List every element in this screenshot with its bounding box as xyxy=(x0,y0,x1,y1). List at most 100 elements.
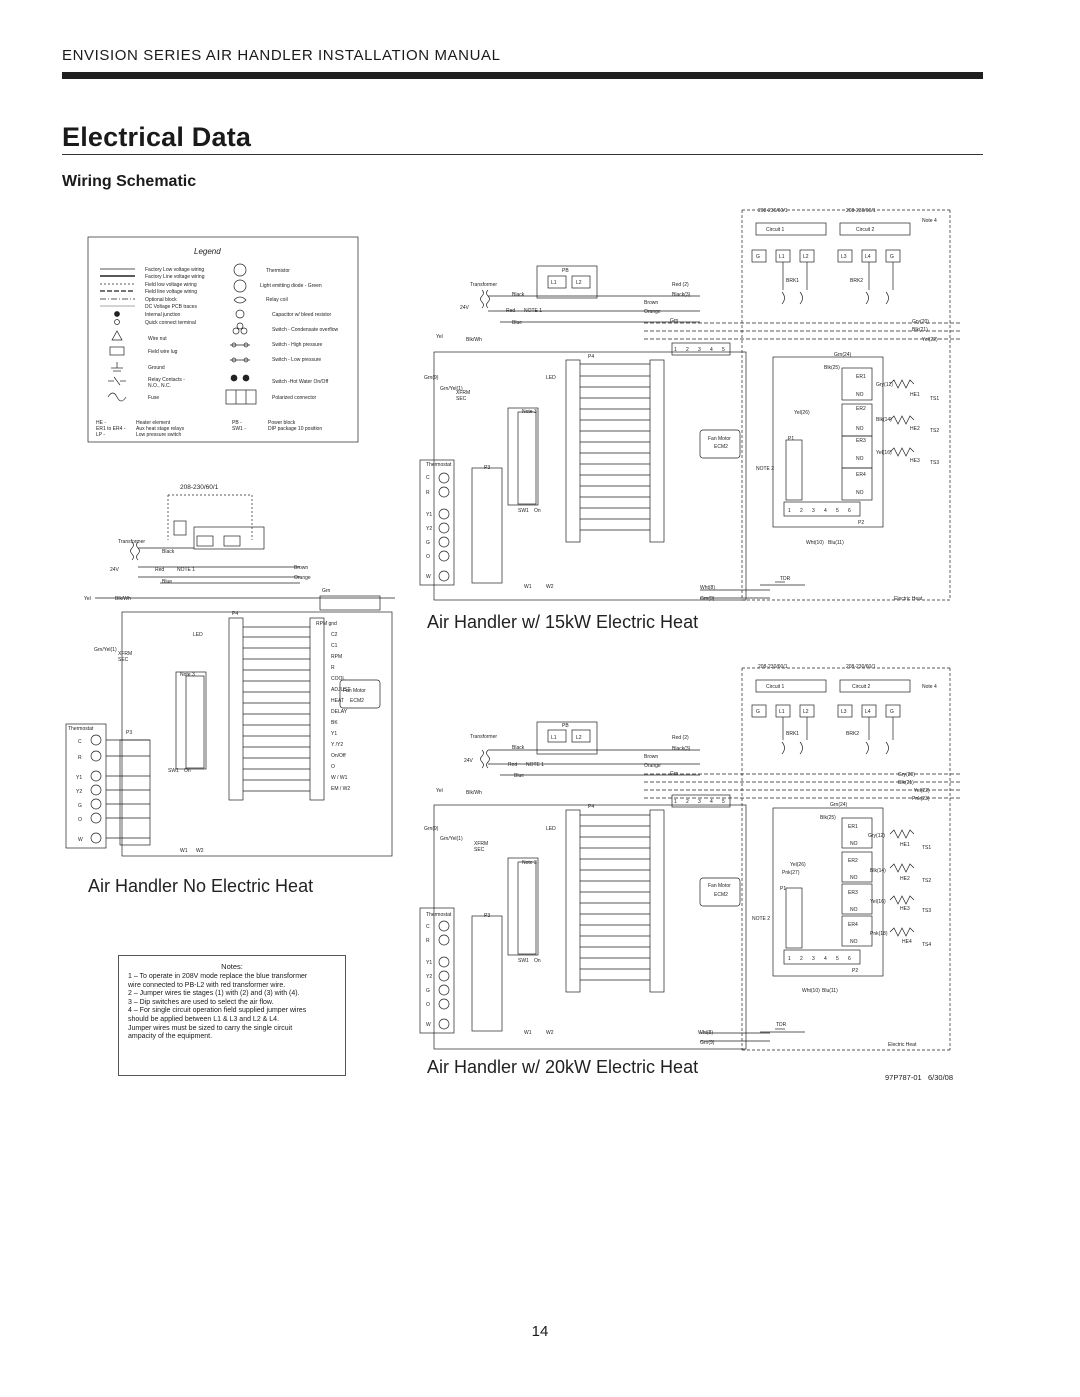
voltage-label-left: 208-230/60/1 xyxy=(180,484,219,491)
svg-text:Y /Y2: Y /Y2 xyxy=(331,742,343,748)
svg-text:L2: L2 xyxy=(576,735,582,741)
svg-text:ER1 to ER4 -: ER1 to ER4 - xyxy=(96,426,126,432)
svg-text:208-230/60/1: 208-230/60/1 xyxy=(846,664,876,670)
svg-text:TS4: TS4 xyxy=(922,942,931,948)
svg-text:SW1: SW1 xyxy=(518,508,529,514)
svg-text:TS1: TS1 xyxy=(922,845,931,851)
svg-text:ADJUST: ADJUST xyxy=(331,687,350,693)
svg-text:Note 4: Note 4 xyxy=(922,684,937,690)
svg-text:TDR: TDR xyxy=(780,576,791,582)
svg-text:DELAY: DELAY xyxy=(331,709,348,715)
svg-text:Y1: Y1 xyxy=(331,731,337,737)
svg-text:COOL: COOL xyxy=(331,676,345,682)
svg-text:Yel(26): Yel(26) xyxy=(794,410,810,416)
svg-text:Y1: Y1 xyxy=(426,960,432,966)
svg-text:Note 3: Note 3 xyxy=(522,860,537,866)
svg-text:W1: W1 xyxy=(180,848,188,854)
svg-text:Yel(16): Yel(16) xyxy=(876,450,892,456)
svg-text:24V: 24V xyxy=(110,567,120,573)
svg-text:BK: BK xyxy=(331,720,338,726)
svg-text:Note 4: Note 4 xyxy=(922,218,937,224)
svg-text:TS2: TS2 xyxy=(930,428,939,434)
svg-text:Yel: Yel xyxy=(84,596,91,602)
svg-text:P1: P1 xyxy=(780,886,786,892)
svg-text:208-230/60/1: 208-230/60/1 xyxy=(846,208,876,214)
svg-text:TS1: TS1 xyxy=(930,396,939,402)
svg-text:NOTE 1: NOTE 1 xyxy=(526,762,544,768)
svg-text:24V: 24V xyxy=(464,758,474,764)
svg-text:HE2: HE2 xyxy=(910,426,920,432)
svg-text:R: R xyxy=(78,755,82,761)
svg-text:L3: L3 xyxy=(841,254,847,260)
svg-text:HE2: HE2 xyxy=(900,876,910,882)
svg-text:ECM2: ECM2 xyxy=(350,698,364,704)
svg-text:L1: L1 xyxy=(551,735,557,741)
svg-text:Blk(21): Blk(21) xyxy=(912,327,928,333)
svg-text:TS3: TS3 xyxy=(930,460,939,466)
svg-text:NO: NO xyxy=(850,907,858,913)
svg-text:Y2: Y2 xyxy=(76,789,82,795)
svg-text:HE4: HE4 xyxy=(902,939,912,945)
legend-item: Quick connect terminal xyxy=(145,320,196,326)
svg-text:ECM2: ECM2 xyxy=(714,892,728,898)
svg-text:Yel(22): Yel(22) xyxy=(922,337,938,343)
svg-text:Fan Motor: Fan Motor xyxy=(708,436,731,442)
legend-item: Switch - Low pressure xyxy=(272,357,321,363)
svg-text:C: C xyxy=(78,739,82,745)
svg-text:P4: P4 xyxy=(232,611,238,617)
svg-text:Red (2): Red (2) xyxy=(672,735,689,741)
svg-text:NOTE 2: NOTE 2 xyxy=(756,466,774,472)
svg-text:Black: Black xyxy=(512,745,525,751)
svg-text:Grn(9): Grn(9) xyxy=(424,375,439,381)
svg-text:Blk/Wh: Blk/Wh xyxy=(466,790,482,796)
svg-text:SW1 -: SW1 - xyxy=(232,426,246,432)
svg-text:6: 6 xyxy=(848,508,851,514)
svg-text:O: O xyxy=(331,764,335,770)
svg-text:L4: L4 xyxy=(865,709,871,715)
doc-code: 97P787-01 6/30/08 xyxy=(885,1073,953,1082)
svg-text:5: 5 xyxy=(722,347,725,353)
legend-item: Relay Contacts - xyxy=(148,377,185,383)
svg-text:Blk/Wh: Blk/Wh xyxy=(466,337,482,343)
note-line: should be applied between L1 & L3 and L2… xyxy=(128,1015,280,1023)
svg-text:Y1: Y1 xyxy=(76,775,82,781)
svg-text:NOTE 1: NOTE 1 xyxy=(524,308,542,314)
svg-text:Blk(14): Blk(14) xyxy=(876,417,892,423)
svg-text:On/Off: On/Off xyxy=(331,753,346,759)
svg-text:3: 3 xyxy=(698,799,701,805)
svg-text:HEAT: HEAT xyxy=(331,698,344,704)
legend-item: Switch - High pressure xyxy=(272,342,323,348)
svg-text:ER3: ER3 xyxy=(848,890,858,896)
legend-item: DC Voltage PCB traces xyxy=(145,304,197,310)
svg-text:G: G xyxy=(78,803,82,809)
svg-text:Red (2): Red (2) xyxy=(672,282,689,288)
note-line: 1 – To operate in 208V mode replace the … xyxy=(128,973,308,980)
svg-text:PB -: PB - xyxy=(232,420,242,426)
note-line: Jumper wires must be sized to carry the … xyxy=(128,1024,293,1032)
svg-text:Blk(14): Blk(14) xyxy=(870,868,886,874)
svg-text:HE -: HE - xyxy=(96,420,106,426)
svg-text:P3: P3 xyxy=(126,730,132,736)
electric-heat-label: Electric Heat xyxy=(894,596,923,602)
note-line: ampacity of the equipment. xyxy=(128,1033,213,1041)
legend-item: Field low voltage wiring xyxy=(145,282,197,288)
svg-text:2: 2 xyxy=(686,799,689,805)
svg-text:C: C xyxy=(426,475,430,481)
svg-text:Grn: Grn xyxy=(670,318,679,324)
svg-text:SW1: SW1 xyxy=(518,958,529,964)
svg-text:Y2: Y2 xyxy=(426,526,432,532)
svg-text:Blk/Wh: Blk/Wh xyxy=(115,596,131,602)
caption-20kw: Air Handler w/ 20kW Electric Heat xyxy=(427,1057,699,1077)
svg-text:3: 3 xyxy=(812,956,815,962)
svg-text:ER1: ER1 xyxy=(856,374,866,380)
svg-text:Transformer: Transformer xyxy=(470,282,497,288)
svg-text:P4: P4 xyxy=(588,804,594,810)
svg-text:3: 3 xyxy=(698,347,701,353)
svg-text:SW1: SW1 xyxy=(168,768,179,774)
svg-text:TS2: TS2 xyxy=(922,878,931,884)
svg-text:W2: W2 xyxy=(546,1030,554,1036)
svg-text:SEC: SEC xyxy=(456,396,467,402)
manual-header: ENVISION SERIES AIR HANDLER INSTALLATION… xyxy=(62,47,501,64)
svg-text:Black(3): Black(3) xyxy=(672,292,691,298)
svg-text:Thermostat: Thermostat xyxy=(426,912,452,918)
